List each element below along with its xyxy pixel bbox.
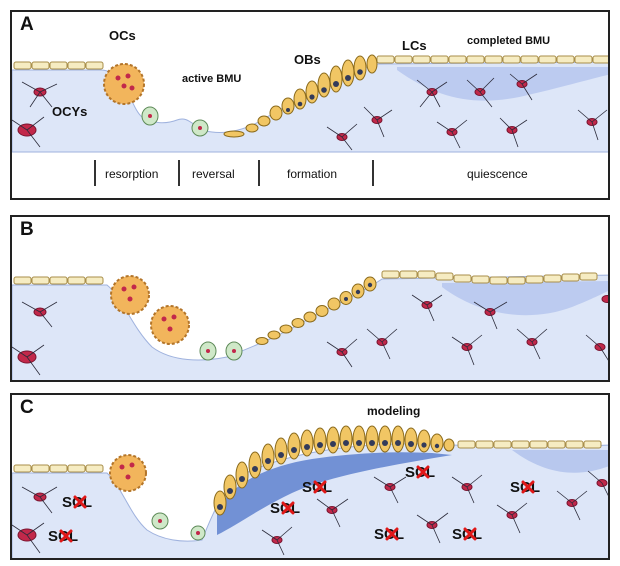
osteocyte-dendrites [12, 294, 608, 376]
panel-b-label: B [20, 219, 34, 240]
osteoblast-cell-icon [213, 425, 455, 516]
panel-c: C [10, 393, 610, 560]
lining-cells-right [457, 440, 602, 449]
phase-divider [258, 160, 260, 186]
scl-label: SCL [510, 479, 540, 496]
phase-quiescence: quiescence [467, 167, 528, 181]
phase-divider [94, 160, 96, 186]
lining-cells-left [13, 276, 104, 285]
panel-c-illustration: modeling SCL SCL SCL SCL SCL SCL SCL SCL [12, 404, 608, 558]
phase-divider [178, 160, 180, 186]
modeling-front [217, 452, 452, 535]
lining-cells-right [376, 55, 608, 64]
panel-b: B [10, 215, 610, 382]
panel-a-illustration: OCs OCYs active BMU OBs LCs completed BM… [12, 28, 608, 153]
osteocyte-dendrites [12, 73, 608, 151]
scl-label: SCL [374, 526, 404, 543]
osteoblast-cell-icon [245, 54, 378, 133]
completed-bmu-region [512, 450, 608, 473]
osteoclast-cell-icon [103, 63, 145, 105]
panel-a-label: A [20, 14, 34, 35]
lining-cells-right [381, 270, 598, 285]
label-active-bmu: active BMU [182, 73, 241, 85]
label-lcs: LCs [402, 38, 427, 53]
panel-b-illustration [12, 270, 608, 380]
label-completed-bmu: completed BMU [467, 35, 550, 47]
osteocyte-dendrites [12, 470, 608, 556]
label-ocs: OCs [109, 28, 136, 43]
panel-c-label: C [20, 397, 34, 418]
panel-a: A [10, 10, 610, 200]
completed-bmu-region [397, 67, 608, 101]
lining-cells-left [13, 464, 104, 473]
phase-resorption: resorption [105, 167, 159, 181]
red-x-icon [59, 465, 535, 543]
scl-label: SCL [452, 526, 482, 543]
osteoblast-cell-icon [255, 276, 377, 345]
phase-formation: formation [287, 167, 338, 181]
completed-bmu-region [442, 281, 608, 316]
label-obs: OBs [294, 52, 321, 67]
lining-cells-left [13, 61, 104, 70]
osteoblast-nuclei [286, 69, 363, 112]
osteoclast-cell-icon [109, 454, 147, 492]
phase-reversal: reversal [192, 167, 235, 181]
scl-label: SCL [270, 500, 300, 517]
osteoblast-nuclei [217, 440, 440, 510]
scl-label: SCL [48, 528, 78, 545]
macrophage-cell-icon [151, 512, 206, 541]
scl-label: SCL [62, 494, 92, 511]
flat-cell [223, 130, 245, 138]
scl-label: SCL [302, 479, 332, 496]
label-modeling: modeling [367, 404, 420, 418]
phase-divider [372, 160, 374, 186]
scl-label: SCL [405, 464, 435, 481]
osteoclast-cell-icon [110, 275, 190, 345]
label-ocys: OCYs [52, 104, 87, 119]
